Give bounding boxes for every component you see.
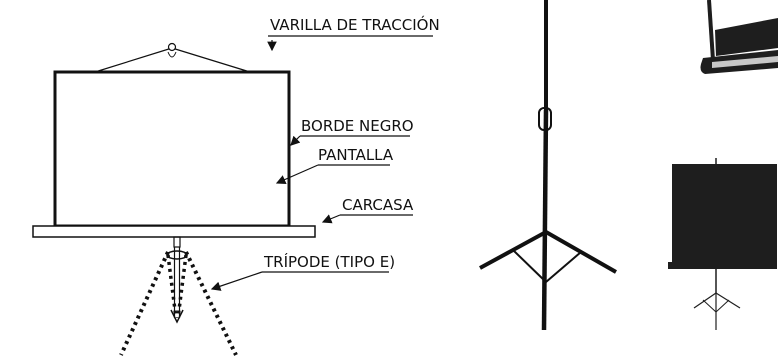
traction-rod [94,42,251,73]
tripod-e-type [119,236,238,356]
screen-housing [32,225,316,238]
housing-corner-detail [700,0,778,74]
screen-surface [57,74,287,224]
leader-lines [210,35,433,291]
mini-screen-thumbnail [668,158,777,330]
label-housing: CARCASA [342,196,414,214]
tripod-stand-detail [479,0,617,331]
labeled-screen-illustration [32,35,433,356]
label-tripod: TRÍPODE (TIPO E) [264,253,396,271]
label-traction-rod: VARILLA DE TRACCIÓN [270,16,440,34]
label-black-border: BORDE NEGRO [301,117,414,135]
label-screen: PANTALLA [318,146,394,164]
